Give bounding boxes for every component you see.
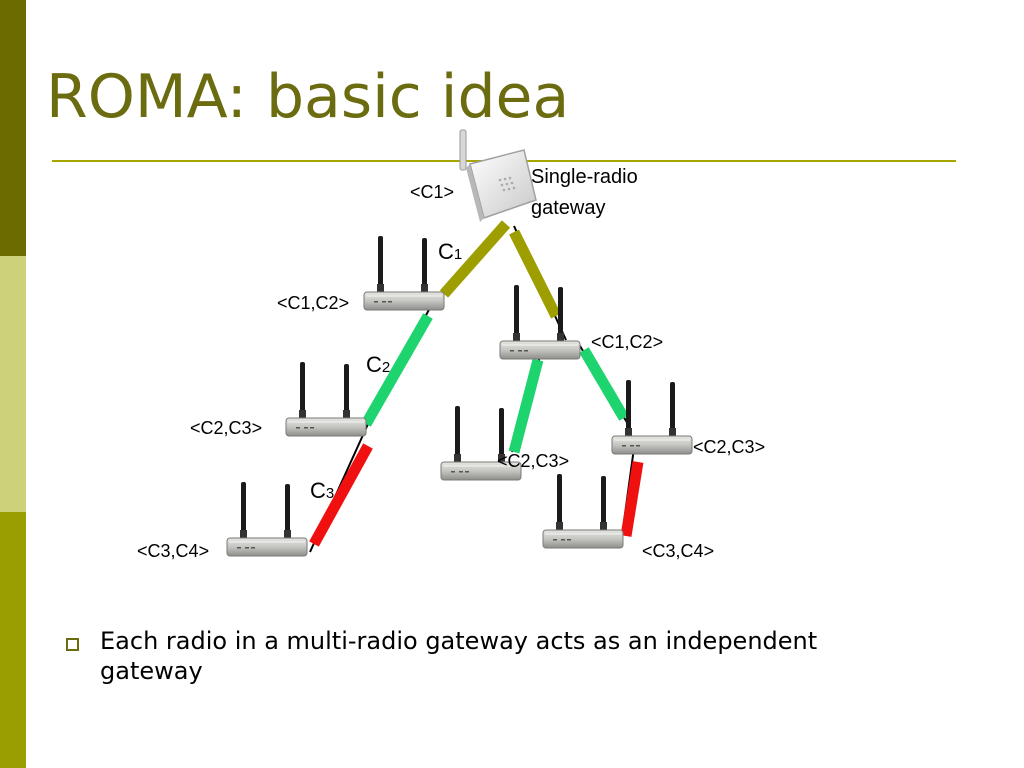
node-label-right-3: <C3,C4> xyxy=(642,541,714,561)
mesh-routers xyxy=(226,236,693,557)
node-label-left-3: <C3,C4> xyxy=(137,541,209,561)
bullet-text: Each radio in a multi-radio gateway acts… xyxy=(100,627,818,685)
router-left-3-icon xyxy=(226,482,308,557)
router-right-1-icon xyxy=(499,285,581,360)
slide-title: ROMA: basic idea xyxy=(46,62,570,132)
node-label-gateway: <C1> xyxy=(410,182,454,202)
link-label-c3: C3 xyxy=(310,478,334,503)
sidebar-accent-top xyxy=(0,0,26,256)
diagram-labels: Single-radio gateway <C1> <C1,C2> <C2,C3… xyxy=(137,166,765,561)
link-wires xyxy=(309,225,635,553)
sidebar-accent-middle xyxy=(0,256,26,512)
node-label-middle-2: <C2,C3> xyxy=(497,451,569,471)
bullet-marker-icon xyxy=(66,638,79,651)
router-right-3-icon xyxy=(542,474,624,549)
router-middle-2-icon xyxy=(440,406,522,481)
link-c2-mid xyxy=(508,358,544,454)
node-label-right-2: <C2,C3> xyxy=(693,437,765,457)
link-label-c1: C1 xyxy=(438,239,462,264)
node-label-left-2: <C2,C3> xyxy=(190,418,262,438)
sidebar-accent-bottom xyxy=(0,512,26,768)
link-c2-right xyxy=(579,347,629,421)
link-c1-left xyxy=(439,220,511,298)
gateway-router-icon xyxy=(459,129,537,222)
node-label-left-1: <C1,C2> xyxy=(277,293,349,313)
link-c3-left xyxy=(309,443,373,547)
gateway-label-line1: Single-radio xyxy=(531,166,638,188)
link-c2-left xyxy=(361,313,433,427)
router-left-1-icon xyxy=(363,236,445,311)
node-label-right-1: <C1,C2> xyxy=(591,332,663,352)
router-left-2-icon xyxy=(285,362,367,437)
gateway-label-line2: gateway xyxy=(531,197,606,219)
link-label-c2: C2 xyxy=(366,352,390,377)
link-c1-right xyxy=(509,229,561,319)
router-right-2-icon xyxy=(611,380,693,455)
link-c3-right xyxy=(620,461,644,537)
channel-links xyxy=(309,220,644,547)
